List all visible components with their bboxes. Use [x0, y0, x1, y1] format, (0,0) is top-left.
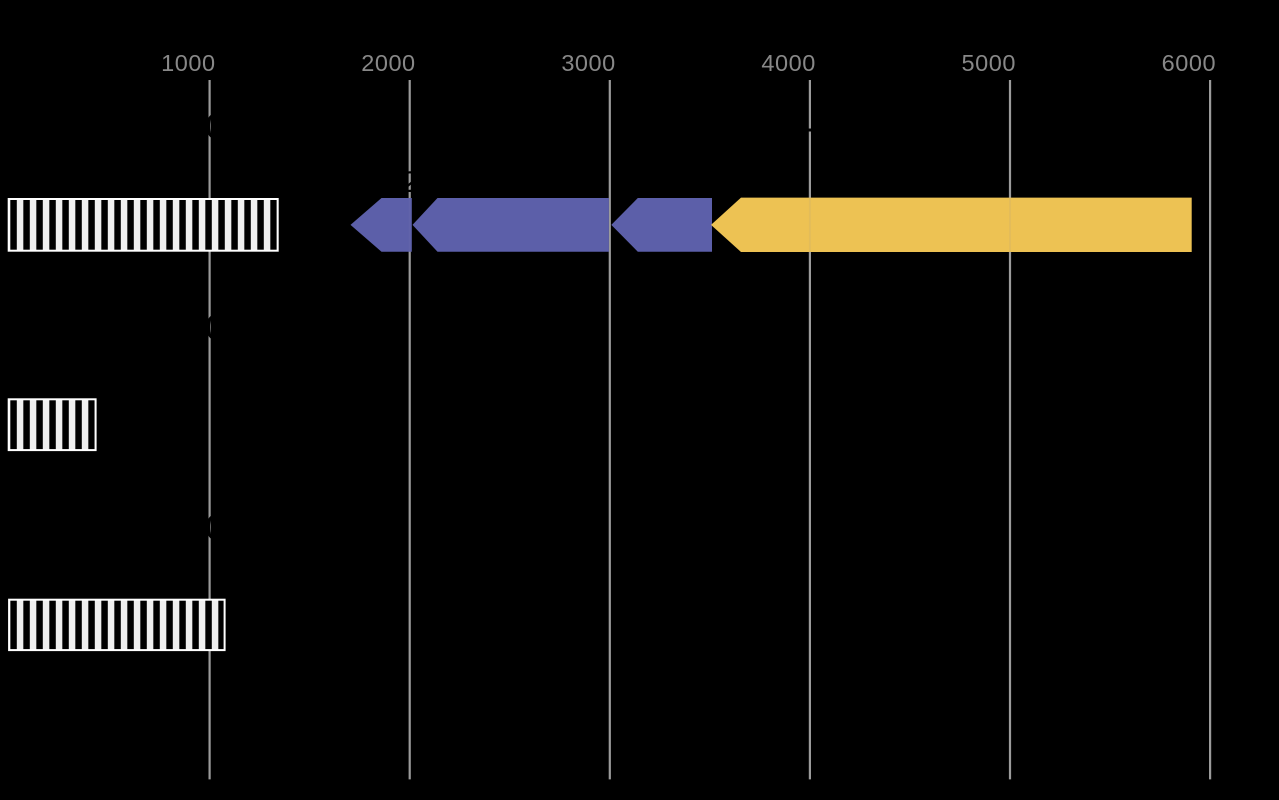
svg-text:4000: 4000	[761, 50, 815, 76]
svg-text:5000: 5000	[962, 50, 1016, 76]
svg-text:0: 0	[206, 308, 226, 348]
svg-text:6000: 6000	[1162, 50, 1216, 76]
svg-text:1000: 1000	[161, 50, 215, 76]
svg-text:2: 2	[402, 166, 419, 199]
svg-text:3000: 3000	[561, 50, 615, 76]
svg-text:0: 0	[206, 508, 226, 548]
svg-text:2000: 2000	[361, 50, 415, 76]
svg-text:-: -	[804, 107, 817, 149]
svg-text:0: 0	[206, 107, 226, 147]
